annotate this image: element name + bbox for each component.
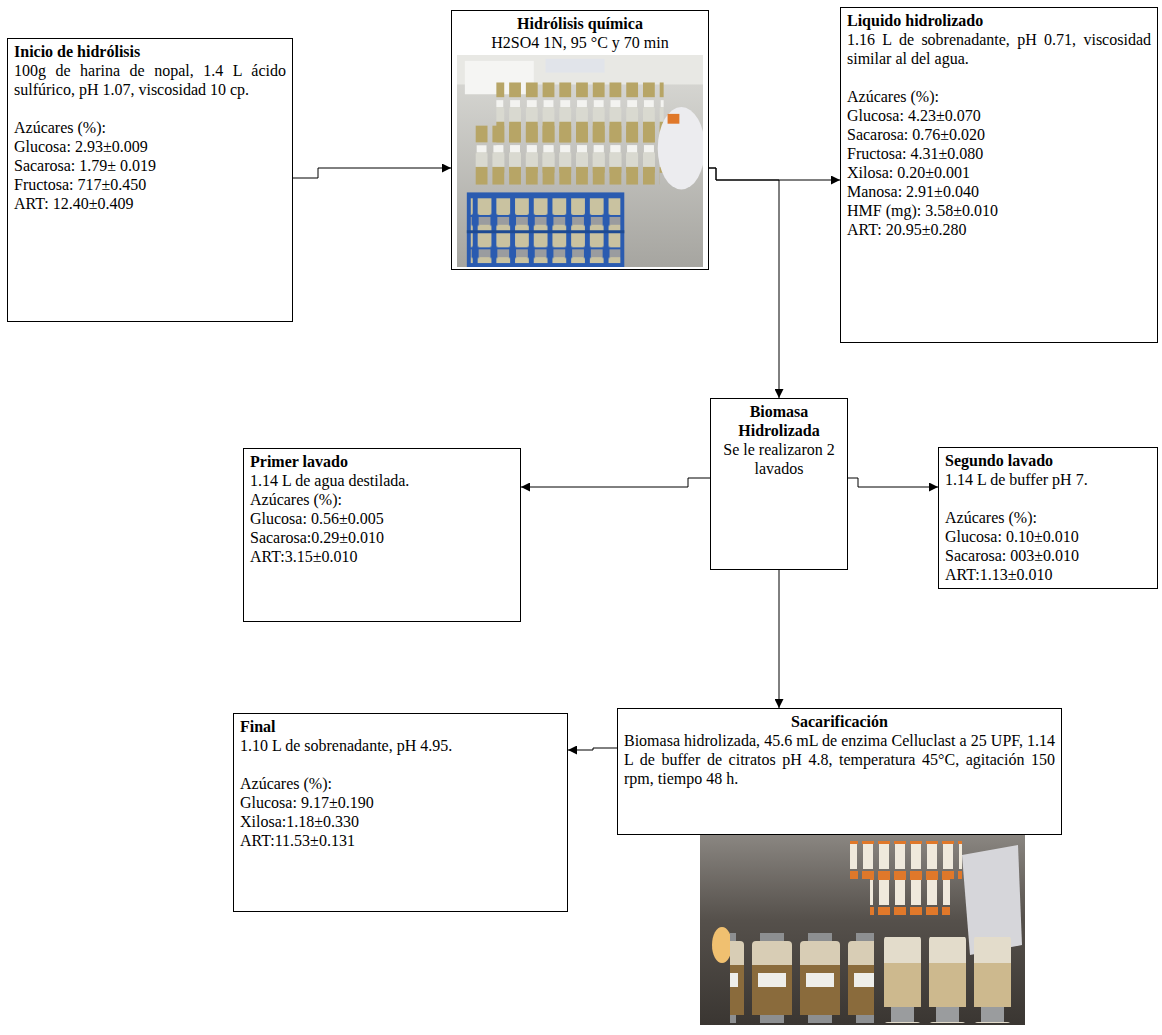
process-box: Hidrólisis químicaH2SO4 1N, 95 °C y 70 m…: [451, 10, 709, 270]
data-box: Segundo lavado1.14 L de buffer pH 7. Azúc…: [938, 447, 1158, 589]
box-text: Fructosa: 717±0.450: [14, 175, 286, 194]
box-text: ART:3.15±0.010: [250, 547, 514, 566]
box-text: 100g de harina de nopal, 1.4 L ácido sul…: [14, 61, 286, 99]
box-text: ART:11.53±0.131: [240, 831, 561, 850]
flow-arrow: [568, 748, 617, 750]
box-text: Azúcares (%):: [250, 490, 514, 509]
flow-arrow: [293, 168, 451, 178]
box-text: H2SO4 1N, 95 °C y 70 min: [458, 33, 702, 52]
box-text: Sacarosa: 003±0.010: [945, 546, 1151, 565]
photo-detail: [467, 230, 624, 233]
box-text: ART: 20.95±0.280: [847, 220, 1151, 239]
box-heading: Liquido hidrolizado: [847, 11, 1151, 30]
photo-detail: [658, 107, 703, 189]
flow-arrow: [709, 168, 779, 398]
box-text: 1.14 L de agua destilada.: [250, 471, 514, 490]
box-text: Biomasa hidrolizada, 45.6 mL de enzima C…: [624, 731, 1055, 788]
box-text: Azúcares (%):: [945, 508, 1151, 527]
box-text: Glucosa: 0.10±0.010: [945, 527, 1151, 546]
flow-arrow: [521, 478, 710, 487]
box-heading: Primer lavado: [250, 452, 514, 471]
box-text: Glucosa: 9.17±0.190: [240, 793, 561, 812]
lab-photo: [457, 55, 703, 267]
data-box: Inicio de hidrólisis100g de harina de no…: [7, 38, 293, 322]
box-text: Se le realizaron 2 lavados: [717, 440, 841, 478]
photo-detail: [712, 927, 732, 963]
photo-detail: [850, 841, 962, 879]
box-text: Manosa: 2.91±0.040: [847, 182, 1151, 201]
data-box: Final1.10 L de sobrenadante, pH 4.95. Azú…: [233, 713, 568, 912]
photo-detail: [668, 114, 680, 124]
box-text: ART: 12.40±0.409: [14, 194, 286, 213]
photo-detail: [546, 59, 605, 73]
box-text: Glucosa: 0.56±0.005: [250, 509, 514, 528]
photo-detail: [880, 937, 1015, 1023]
flow-arrow: [848, 478, 938, 487]
box-text: Glucosa: 4.23±0.070: [847, 106, 1151, 125]
flow-arrow: [779, 570, 780, 708]
box-text: Sacarosa:0.29±0.010: [250, 528, 514, 547]
box-heading: Segundo lavado: [945, 451, 1151, 470]
box-text: ART:1.13±0.010: [945, 565, 1151, 584]
photo-detail: [730, 933, 874, 1023]
box-text: Sacarosa: 0.76±0.020: [847, 125, 1151, 144]
photo-detail: [700, 835, 1025, 1025]
box-text: Fructosa: 4.31±0.080: [847, 144, 1151, 163]
flow-arrow: [709, 168, 840, 180]
photo-detail: [870, 879, 950, 915]
box-text: Xilosa:1.18±0.330: [240, 812, 561, 831]
process-box: Biomasa HidrolizadaSe le realizaron 2 la…: [710, 398, 848, 570]
box-text: HMF (mg): 3.58±0.010: [847, 201, 1151, 220]
photo-detail: [467, 192, 624, 267]
box-text: 1.16 L de sobrenadante, pH 0.71, viscosi…: [847, 30, 1151, 68]
photo-detail: [473, 126, 660, 185]
box-text: Azúcares (%):: [847, 87, 1151, 106]
box-heading: Sacarificación: [624, 712, 1055, 731]
box-heading: Inicio de hidrólisis: [14, 42, 286, 61]
box-heading: Biomasa Hidrolizada: [717, 402, 841, 440]
box-text: 1.10 L de sobrenadante, pH 4.95.: [240, 736, 561, 755]
box-text: Azúcares (%):: [240, 774, 561, 793]
box-heading: Hidrólisis química: [458, 14, 702, 33]
box-text: Xilosa: 0.20±0.001: [847, 163, 1151, 182]
box-heading: Final: [240, 717, 561, 736]
data-box: Liquido hidrolizado1.16 L de sobrenadant…: [840, 7, 1158, 343]
box-text: Azúcares (%):: [14, 118, 286, 137]
data-box: Primer lavado1.14 L de agua destilada.Az…: [243, 448, 521, 622]
process-box: SacarificaciónBiomasa hidrolizada, 45.6 …: [617, 708, 1062, 835]
box-text: 1.14 L de buffer pH 7.: [945, 470, 1151, 489]
lab-photo: [700, 835, 1025, 1025]
box-text: Glucosa: 2.93±0.009: [14, 137, 286, 156]
box-text: Sacarosa: 1.79± 0.019: [14, 156, 286, 175]
